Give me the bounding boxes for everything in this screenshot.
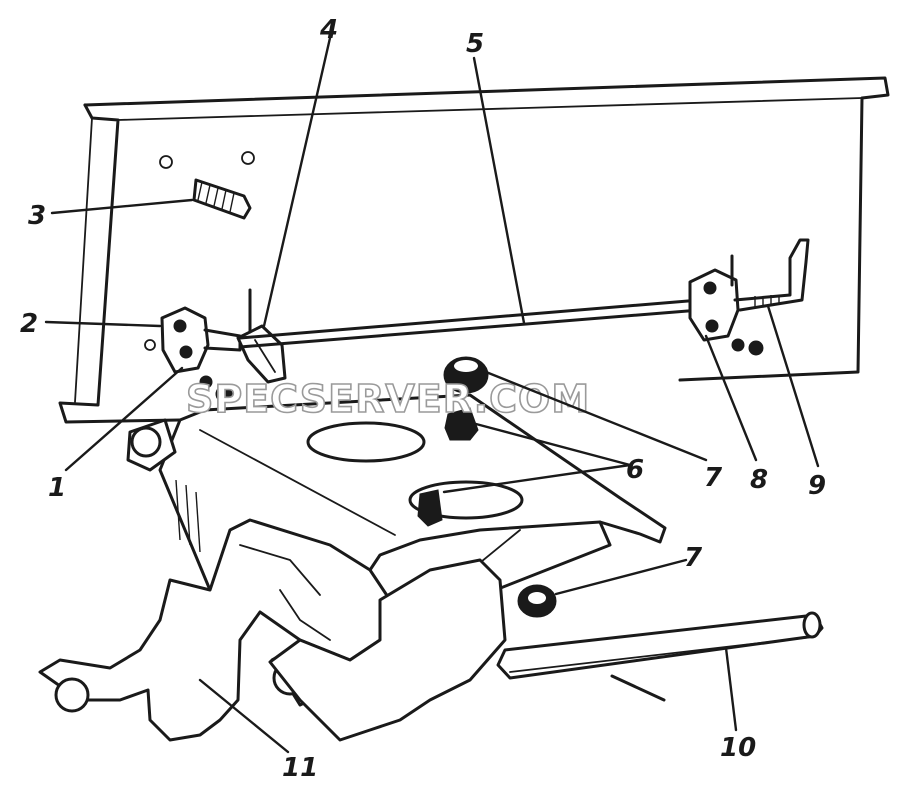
right-bracket — [688, 254, 764, 356]
callouts: 1 2 3 4 5 6 7 7 8 9 10 11 — [20, 15, 826, 783]
watermark: SPECSERVER.COM — [186, 377, 590, 421]
upper-bolts — [417, 407, 479, 527]
leader-lines — [44, 36, 820, 754]
threaded-stud — [192, 178, 252, 220]
callout-6: 6 — [626, 455, 644, 485]
callout-5: 5 — [466, 29, 484, 59]
middle-support-bracket — [236, 288, 287, 384]
callout-7-side: 7 — [684, 543, 703, 573]
hook-lever — [733, 238, 810, 312]
pedal-arms — [38, 479, 507, 742]
left-bracket — [144, 306, 242, 403]
callout-8: 8 — [750, 465, 768, 495]
frame-channel — [58, 76, 890, 424]
side-nut — [517, 584, 557, 618]
top-nut — [443, 356, 489, 394]
axle-pin — [496, 611, 824, 702]
callout-11: 11 — [282, 753, 318, 783]
callout-7-top: 7 — [704, 463, 723, 493]
callout-9: 9 — [808, 471, 826, 501]
callout-2: 2 — [20, 309, 38, 339]
callout-4: 4 — [319, 15, 338, 45]
callout-3: 3 — [28, 201, 46, 231]
callout-10: 10 — [720, 733, 756, 763]
long-rod — [238, 298, 702, 349]
callout-1: 1 — [48, 473, 66, 503]
